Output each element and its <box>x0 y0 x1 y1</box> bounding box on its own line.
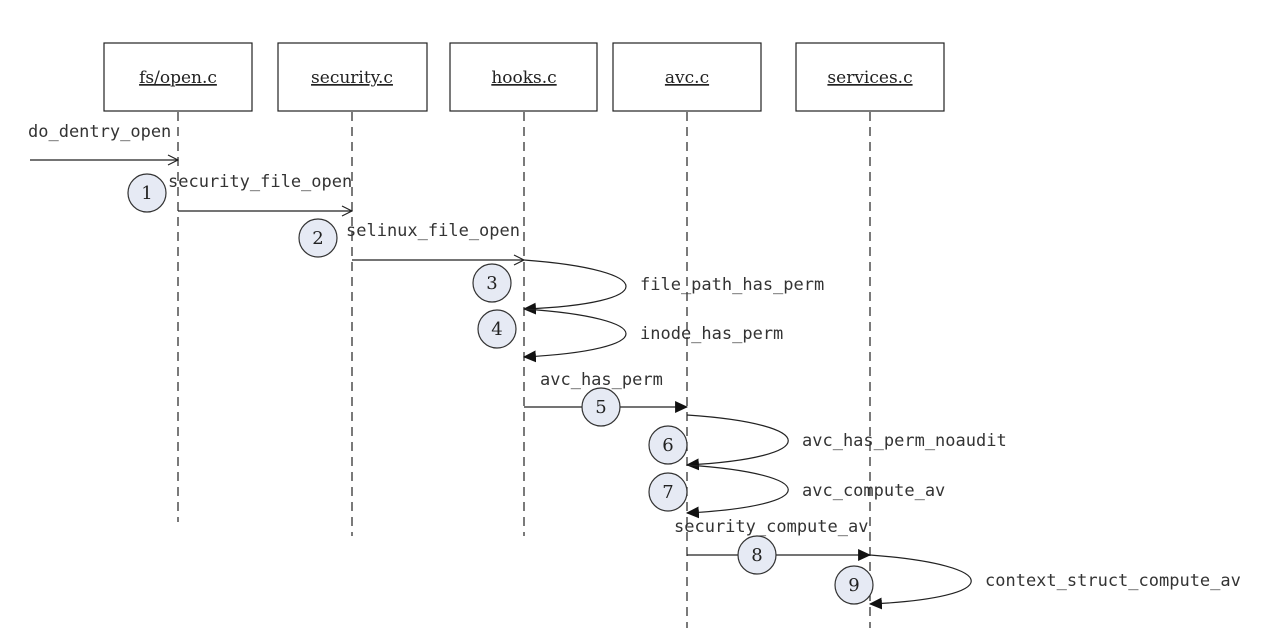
lifeline-hooks-c: hooks.c <box>449 42 598 536</box>
lifeline-fs-open-c: fs/open.c <box>103 42 253 522</box>
message-avc-compute-av: avc_compute_av 7 <box>648 464 945 519</box>
message-label: security_file_open <box>168 172 352 192</box>
step-number: 3 <box>486 273 497 294</box>
step-circle <box>472 263 512 303</box>
lifeline-box <box>449 42 598 112</box>
step-number: 6 <box>662 435 673 456</box>
message-security-file-open: security_file_open 1 <box>127 172 352 213</box>
lifeline-label: avc.c <box>665 68 709 88</box>
step-circle <box>477 309 517 349</box>
lifeline-box <box>277 42 428 112</box>
step-number: 2 <box>312 228 323 249</box>
self-call-arrow <box>868 554 972 610</box>
message-inode-has-perm: inode_has_perm 4 <box>477 308 783 363</box>
message-label: security_compute_av <box>674 517 868 537</box>
step-circle <box>834 565 874 605</box>
step-number: 7 <box>662 482 673 503</box>
message-label: inode_has_perm <box>640 324 783 344</box>
step-number: 1 <box>141 183 152 204</box>
message-label: avc_has_perm_noaudit <box>802 431 1007 451</box>
step-circle <box>648 472 688 512</box>
message-context-struct-compute-av: context_struct_compute_av 9 <box>834 554 1241 610</box>
message-label: do_dentry_open <box>28 122 171 142</box>
self-call-arrow <box>685 414 789 471</box>
step-number: 4 <box>491 319 502 340</box>
self-call-arrow <box>522 259 627 315</box>
step-circle <box>298 218 338 258</box>
lifeline-label: hooks.c <box>491 68 556 88</box>
lifeline-label: security.c <box>311 68 393 88</box>
lifeline-services-c: services.c <box>795 42 945 628</box>
step-circle <box>648 425 688 465</box>
step-circle <box>581 387 621 427</box>
lifeline-avc-c: avc.c <box>612 42 762 628</box>
lifeline-security-c: security.c <box>277 42 428 536</box>
lifeline-box <box>795 42 945 112</box>
step-circle <box>737 535 777 575</box>
message-file-path-has-perm: file_path_has_perm 3 <box>472 259 824 315</box>
message-label: selinux_file_open <box>346 221 520 241</box>
step-number: 9 <box>848 575 859 596</box>
lifeline-label: fs/open.c <box>139 68 217 88</box>
step-number: 8 <box>751 545 762 566</box>
lifeline-box <box>612 42 762 112</box>
message-do-dentry-open: do_dentry_open <box>28 122 178 160</box>
step-circle <box>127 173 167 213</box>
self-call-arrow <box>685 464 789 519</box>
message-label: avc_compute_av <box>802 481 945 501</box>
message-security-compute-av: security_compute_av 8 <box>674 517 872 575</box>
message-label: context_struct_compute_av <box>985 571 1241 591</box>
message-selinux-file-open: selinux_file_open 2 <box>298 218 524 260</box>
step-number: 5 <box>595 397 606 418</box>
self-call-arrow <box>522 308 627 363</box>
message-avc-has-perm-noaudit: avc_has_perm_noaudit 6 <box>648 414 1007 471</box>
message-avc-has-perm: avc_has_perm 5 <box>524 370 689 427</box>
lifeline-label: services.c <box>827 68 912 88</box>
message-label: file_path_has_perm <box>640 275 824 295</box>
message-label: avc_has_perm <box>540 370 663 390</box>
lifeline-box <box>103 42 253 112</box>
